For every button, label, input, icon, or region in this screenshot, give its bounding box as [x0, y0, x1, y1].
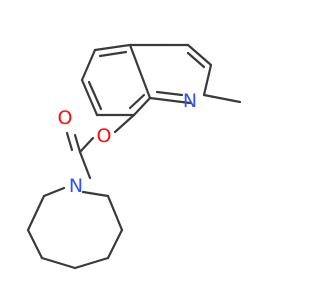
ester-oxygen-atom-label: O [97, 125, 112, 147]
bond [128, 93, 146, 110]
bond [113, 113, 136, 134]
carbonyl-oxygen-atom-label: O [58, 107, 73, 129]
bond [155, 90, 184, 97]
bond-lines [26, 43, 242, 270]
bond [132, 96, 152, 117]
bond [186, 51, 206, 69]
bond [40, 256, 77, 270]
bond [106, 228, 124, 260]
bond [78, 136, 95, 154]
atom-labels: N O O N [58, 90, 198, 197]
bond [106, 194, 124, 232]
bond [87, 80, 103, 111]
bond [202, 63, 213, 97]
molecule-canvas: N O O N [26, 43, 242, 270]
bond [81, 190, 110, 198]
bond [73, 133, 82, 154]
bond [26, 228, 44, 260]
bond [80, 48, 97, 82]
bond [128, 43, 152, 100]
bond [78, 150, 92, 180]
bond [93, 43, 132, 52]
bond [148, 96, 192, 105]
azepane-nitrogen-atom-label: N [69, 175, 83, 197]
bond [186, 43, 213, 67]
molecule-structure: N O O N [26, 43, 242, 270]
bond [73, 256, 110, 270]
bond [202, 93, 242, 104]
bond [65, 131, 74, 152]
bond [42, 186, 66, 198]
bond [98, 50, 128, 58]
bond [26, 194, 46, 232]
bond [80, 78, 99, 117]
nitrogen-atom-label: N [183, 90, 197, 112]
